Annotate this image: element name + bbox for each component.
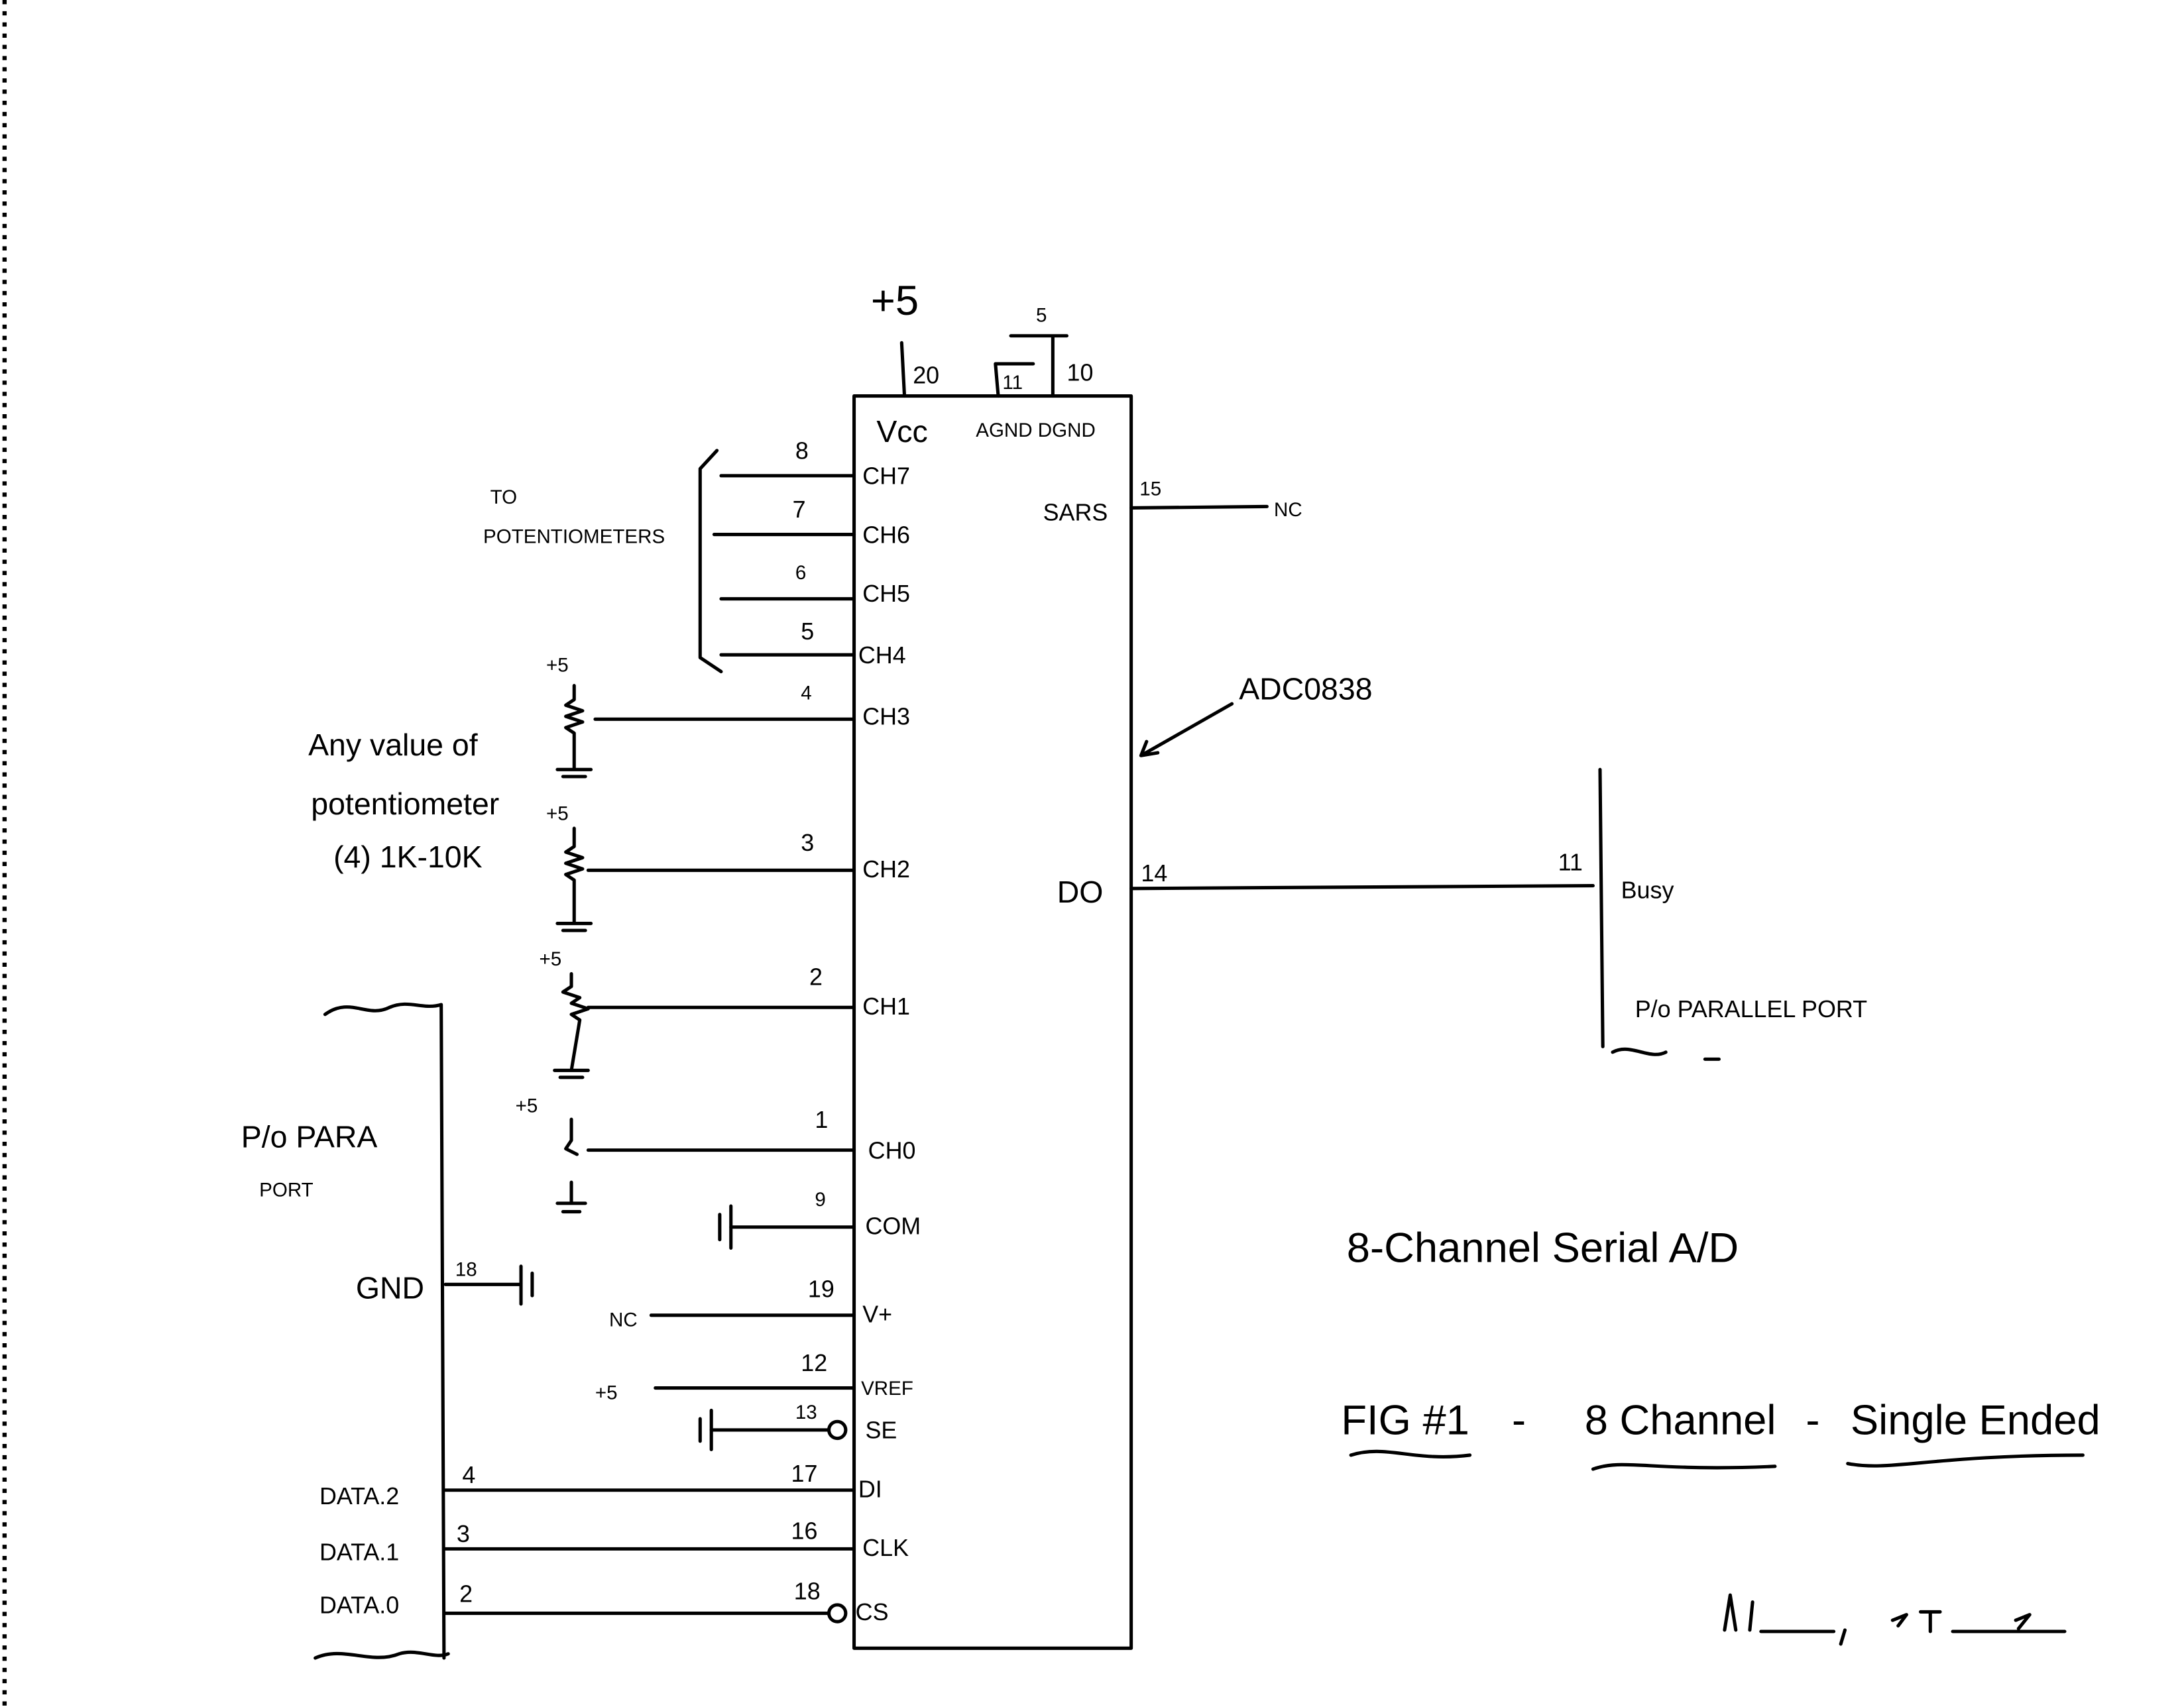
data-pin: 4 [462, 1462, 475, 1488]
gnd-label: AGND DGND [976, 419, 1096, 441]
pin-name: SE [865, 1417, 897, 1444]
nc-label: NC [1274, 499, 1302, 521]
left-pins: 8 CH7 7 CH6 6 CH5 5 CH4 TO POTENTIOMETER… [308, 438, 921, 1626]
pin-number: 7 [793, 496, 806, 523]
right-pins: SARS 15 NC DO 14 11 [1043, 478, 1595, 909]
left-port-label: PORT [259, 1179, 314, 1201]
pin-name: CH1 [862, 993, 910, 1020]
pin-number: 2 [809, 964, 823, 990]
plus5-label: +5 [546, 655, 569, 677]
left-parallel-port: P/o PARA PORT GND 18 DATA.2 4 DATA.1 3 D… [241, 1002, 534, 1660]
gnd-supply: 5 [1036, 305, 1047, 327]
pin-number: 6 [795, 562, 806, 584]
pin-name: CH4 [858, 642, 906, 669]
title-line: 8-Channel Serial A/D [1347, 1225, 1739, 1272]
dgnd-pin: 10 [1066, 359, 1093, 386]
data-line-label: DATA.2 [319, 1483, 399, 1510]
vcc-pin: 20 [913, 362, 939, 389]
plus5-label: +5 [516, 1095, 538, 1117]
pin-name: CLK [862, 1535, 909, 1561]
pot-note: Any value of [308, 728, 478, 762]
pot-note: potentiometer [311, 787, 499, 821]
pin-number: 5 [801, 618, 814, 645]
adc-chip: ADC0838 Vcc AGND DGND [852, 394, 1373, 1650]
top-pins: +5 20 11 5 10 [871, 278, 1093, 398]
pin-number: 15 [1139, 478, 1161, 500]
pin-number: 9 [815, 1189, 825, 1211]
nc-label: NC [609, 1309, 638, 1331]
signature-scribble [1723, 1593, 2067, 1646]
pin-name: DI [858, 1476, 882, 1502]
left-port-label: P/o PARA [241, 1119, 378, 1154]
plus5-label: +5 [546, 802, 569, 824]
fig-label: FIG #1 [1341, 1397, 1469, 1443]
pin-number: 13 [795, 1402, 817, 1423]
pin-name: VREF [861, 1378, 913, 1400]
chip-name: ADC0838 [1239, 672, 1372, 706]
pin-number: 3 [801, 830, 814, 856]
pin-number: 1 [815, 1107, 828, 1133]
title-channel: 8 Channel [1585, 1397, 1776, 1443]
title-dash: - [1806, 1397, 1819, 1443]
gnd-pin: 18 [455, 1259, 477, 1281]
data-line-label: DATA.1 [319, 1539, 399, 1565]
potentiometers-label: POTENTIOMETERS [483, 525, 665, 547]
data-line-label: DATA.0 [319, 1592, 399, 1619]
pin-name: CH5 [862, 580, 910, 607]
pin-number: 8 [795, 438, 809, 465]
pin-name: CH7 [862, 463, 910, 490]
pin-number: 18 [794, 1578, 821, 1604]
figure-title: 8-Channel Serial A/D FIG #1 - 8 Channel … [1341, 1225, 2100, 1646]
pot-range: (4) 1K-10K [333, 840, 483, 874]
pin-name: CS [856, 1599, 889, 1625]
plus5-label: +5 [539, 948, 561, 970]
busy-label: Busy [1621, 877, 1674, 904]
pin-name: CH2 [862, 856, 910, 883]
data-pin: 2 [459, 1581, 473, 1608]
pin-name: V+ [862, 1301, 892, 1327]
pin-name: CH3 [862, 704, 910, 730]
pin-number: 16 [791, 1518, 818, 1545]
pin-number: 4 [801, 683, 811, 704]
vcc-supply: +5 [871, 278, 919, 324]
data-pin: 3 [457, 1521, 470, 1547]
title-single: Single Ended [1851, 1397, 2100, 1443]
port-pin: 11 [1558, 849, 1583, 875]
pin-number: 17 [791, 1460, 818, 1487]
pin-number: 19 [808, 1276, 834, 1302]
pin-name: CH0 [868, 1137, 916, 1164]
right-port-label: P/o PARALLEL PORT [1635, 996, 1867, 1022]
potentiometers: +5 +5 +5 +5 Any value of potentiometer (… [308, 655, 593, 1214]
pin-name: DO [1057, 875, 1104, 909]
pin-name: SARS [1043, 499, 1108, 525]
to-label: TO [490, 486, 518, 508]
vcc-label: Vcc [876, 414, 927, 449]
pin-name: COM [865, 1213, 921, 1239]
right-parallel-port: Busy P/o PARALLEL PORT [1598, 767, 1867, 1061]
agnd-pin: 11 [1002, 372, 1023, 394]
gnd-label: GND [356, 1270, 424, 1305]
pin-name: CH6 [862, 522, 910, 548]
pin-number: 14 [1141, 860, 1167, 887]
title-dash: - [1512, 1397, 1526, 1443]
pin-number: 12 [801, 1350, 827, 1376]
plus5-label: +5 [595, 1382, 618, 1404]
